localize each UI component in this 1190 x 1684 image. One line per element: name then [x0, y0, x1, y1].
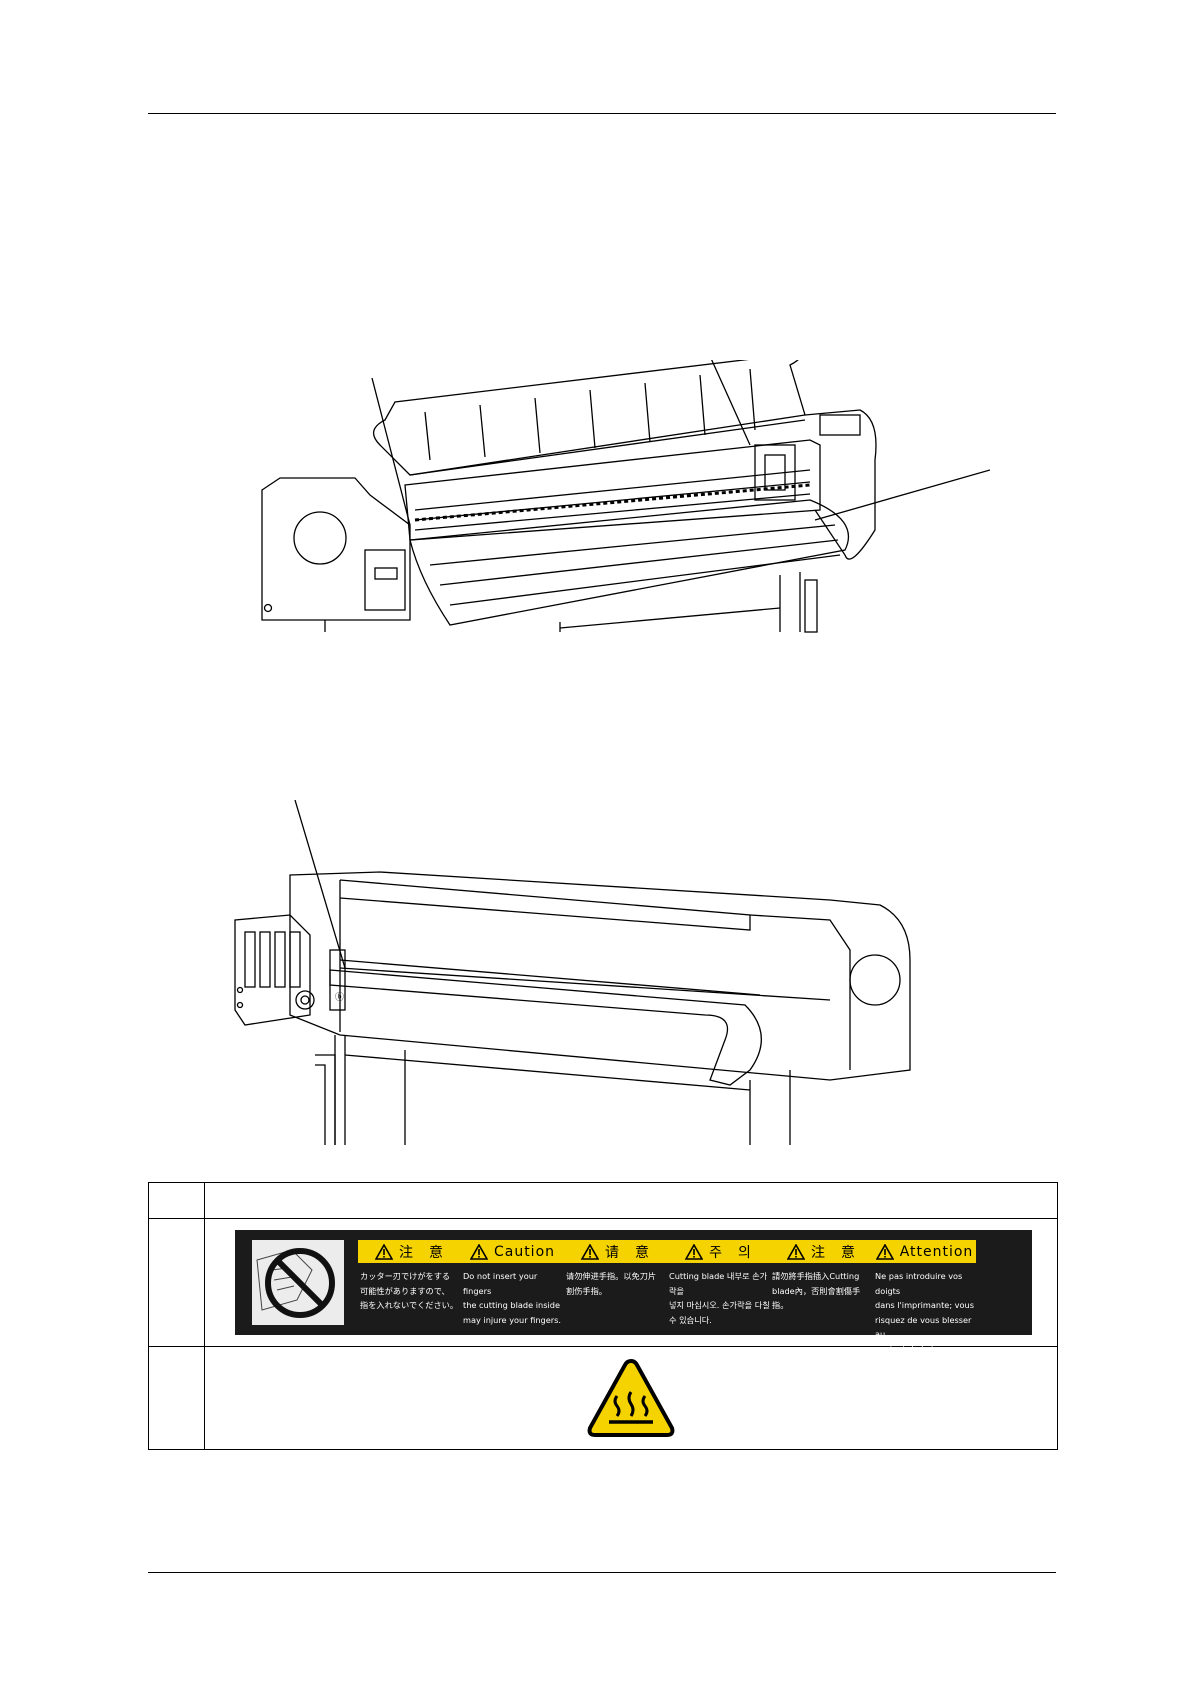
caution-header-zh-tw: 注 意: [811, 1244, 856, 1261]
table-row-cutter-caution: 注 意 カッター刃でけがをする 可能性がありますので、 指を入れないでください。…: [148, 1218, 1058, 1354]
caution-header-en: Caution: [493, 1243, 556, 1260]
warning-triangle-icon: [875, 1243, 894, 1260]
caution-header-fr: Attention: [899, 1243, 974, 1260]
caution-text-en: Do not insert your fingers the cutting b…: [463, 1271, 562, 1325]
caution-text-zh-cn: 请勿伸进手指。以免刀片 割伤手指。: [566, 1271, 657, 1296]
caution-header-ja: 注 意: [399, 1244, 444, 1261]
cutter-caution-label: 注 意 カッター刃でけがをする 可能性がありますので、 指を入れないでください。…: [235, 1230, 1032, 1354]
svg-text:ⓑ: ⓑ: [335, 992, 344, 1002]
header-rule: [148, 113, 1056, 114]
printer-front-illustration: [261, 360, 990, 633]
caution-column-zh-tw: 注 意 請勿將手指插入Cutting blade內，否則會割傷手指。: [770, 1240, 873, 1313]
no-fingers-pictogram-icon: [252, 1240, 344, 1325]
caution-text-ko: Cutting blade 내부로 손가락을 넣지 마십시오. 손가락을 다칠 …: [669, 1271, 770, 1325]
caution-header-ko: 주 의: [709, 1244, 752, 1261]
warning-triangle-icon: [787, 1243, 805, 1260]
caution-text-zh-tw: 請勿將手指插入Cutting blade內，否則會割傷手指。: [772, 1271, 861, 1310]
label-cell: 注 意 カッター刃でけがをする 可能性がありますので、 指を入れないでください。…: [204, 1218, 1058, 1354]
caution-column-ko: 주 의 Cutting blade 내부로 손가락을 넣지 마십시오. 손가락을…: [667, 1240, 770, 1327]
row-number-cell: [148, 1218, 205, 1347]
hot-surface-warning-icon: [587, 1358, 675, 1437]
caution-column-fr: Attention Ne pas introduire vos doigts d…: [873, 1240, 976, 1356]
printer-rear-illustration: ⓑ: [234, 800, 911, 1145]
table-header-row: [148, 1182, 1058, 1219]
footer-rule: [148, 1572, 1056, 1573]
caution-header-zh-cn: 请 意: [605, 1244, 650, 1261]
warning-triangle-icon: [685, 1243, 704, 1260]
warning-triangle-icon: [375, 1243, 393, 1260]
caution-text-fr: Ne pas introduire vos doigts dans l'impr…: [875, 1271, 974, 1354]
caution-column-ja: 注 意 カッター刃でけがをする 可能性がありますので、 指を入れないでください。: [358, 1240, 461, 1313]
header-cell-label: [204, 1182, 1058, 1219]
warning-label-table: 注 意 カッター刃でけがをする 可能性がありますので、 指を入れないでください。…: [148, 1182, 1058, 1450]
label-cell: [204, 1346, 1058, 1450]
header-cell-no: [148, 1182, 205, 1219]
caution-column-en: Caution Do not insert your fingers the c…: [461, 1240, 564, 1327]
caution-text-ja: カッター刃でけがをする 可能性がありますので、 指を入れないでください。: [360, 1271, 459, 1310]
warning-triangle-icon: [469, 1243, 488, 1260]
caution-column-zh-cn: 请 意 请勿伸进手指。以免刀片 割伤手指。: [564, 1240, 667, 1298]
row-number-cell: [148, 1346, 205, 1450]
warning-triangle-icon: [581, 1243, 599, 1260]
table-row-hot-surface: [148, 1346, 1058, 1450]
